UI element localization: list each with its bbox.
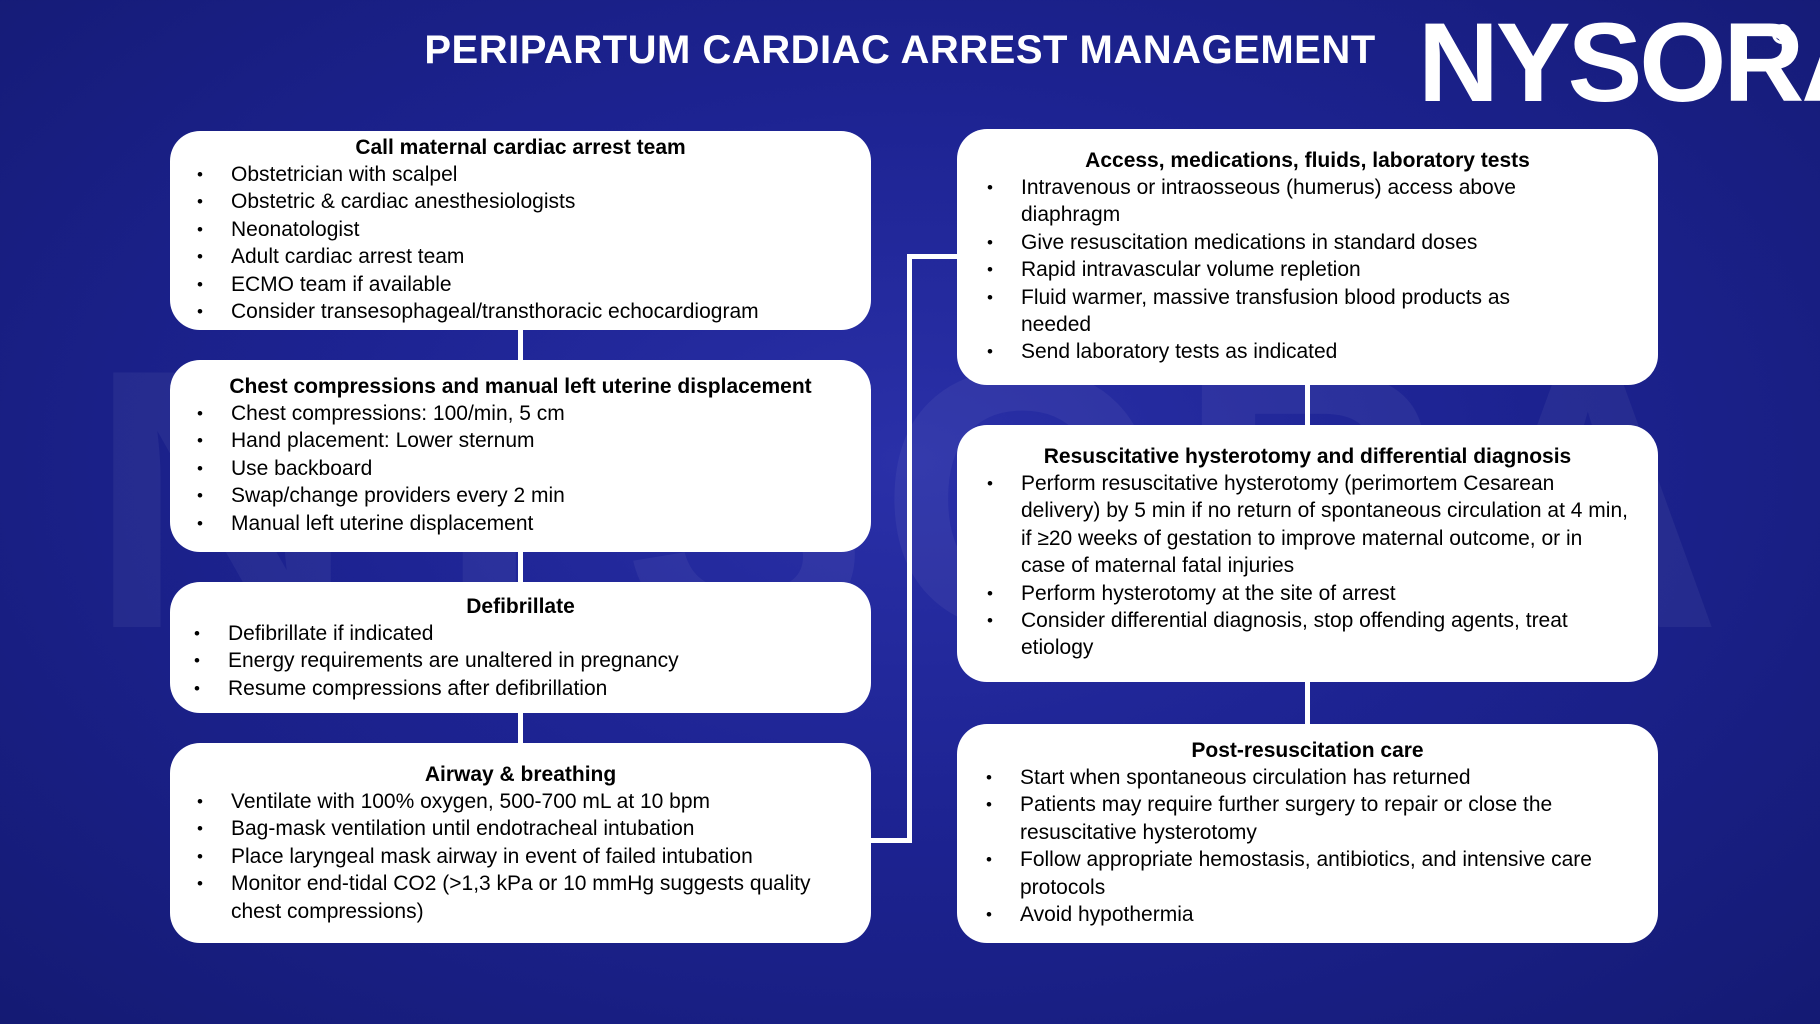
list-item: Start when spontaneous circulation has r… bbox=[959, 764, 1658, 792]
list-item: Intravenous or intraosseous (humerus) ac… bbox=[960, 174, 1658, 229]
box-call-team: Call maternal cardiac arrest team Obstet… bbox=[170, 131, 871, 330]
box-title: Chest compressions and manual left uteri… bbox=[229, 375, 812, 398]
list-item: Place laryngeal mask airway in event of … bbox=[170, 843, 871, 871]
list-item: Neonatologist bbox=[170, 216, 871, 244]
registered-mark-icon: R bbox=[1772, 24, 1792, 44]
connector-left-1 bbox=[518, 330, 523, 360]
list-item: Rapid intravascular volume repletion bbox=[960, 256, 1658, 284]
nysora-logo: NYSORA bbox=[1418, 0, 1820, 125]
box-title: Defibrillate bbox=[466, 595, 575, 618]
page-title: PERIPARTUM CARDIAC ARREST MANAGEMENT bbox=[424, 28, 1376, 72]
connector-left-3 bbox=[518, 713, 523, 743]
box-post-resuscitation: Post-resuscitation care Start when spont… bbox=[957, 724, 1658, 943]
list-item: Adult cardiac arrest team bbox=[170, 243, 871, 271]
list-item: Energy requirements are unaltered in pre… bbox=[167, 647, 871, 675]
box-title: Access, medications, fluids, laboratory … bbox=[1085, 149, 1530, 172]
list-item: Defibrillate if indicated bbox=[167, 620, 871, 648]
list-item: ECMO team if available bbox=[170, 271, 871, 299]
box-resuscitative-hysterotomy: Resuscitative hysterotomy and differenti… bbox=[957, 425, 1658, 682]
list-item: Manual left uterine displacement bbox=[170, 510, 871, 538]
connector-left-2 bbox=[518, 552, 523, 582]
list-item: Bag-mask ventilation until endotracheal … bbox=[170, 815, 871, 843]
list-item: Perform hysterotomy at the site of arres… bbox=[960, 580, 1658, 608]
list-item: Follow appropriate hemostasis, antibioti… bbox=[959, 846, 1658, 901]
list-item: Resume compressions after defibrillation bbox=[167, 675, 871, 703]
list-item: Send laboratory tests as indicated bbox=[960, 338, 1658, 366]
list-item: Use backboard bbox=[170, 455, 871, 483]
box-defibrillate: Defibrillate Defibrillate if indicated E… bbox=[170, 582, 871, 713]
box-access-medications: Access, medications, fluids, laboratory … bbox=[957, 129, 1658, 385]
list-item: Patients may require further surgery to … bbox=[959, 791, 1658, 846]
list-item: Give resuscitation medications in standa… bbox=[960, 229, 1658, 257]
list-item: Obstetric & cardiac anesthesiologists bbox=[170, 188, 871, 216]
box-title: Post-resuscitation care bbox=[1191, 739, 1424, 762]
list-item: Hand placement: Lower sternum bbox=[170, 427, 871, 455]
box-chest-compressions: Chest compressions and manual left uteri… bbox=[170, 360, 871, 552]
list-item: Swap/change providers every 2 min bbox=[170, 482, 871, 510]
list-item: Consider differential diagnosis, stop of… bbox=[960, 607, 1658, 662]
box-airway-breathing: Airway & breathing Ventilate with 100% o… bbox=[170, 743, 871, 943]
connector-bridge-top bbox=[907, 254, 957, 259]
list-item: Chest compressions: 100/min, 5 cm bbox=[170, 400, 871, 428]
list-item: Perform resuscitative hysterotomy (perim… bbox=[960, 470, 1658, 580]
box-title: Airway & breathing bbox=[424, 763, 617, 786]
list-item: Obstetrician with scalpel bbox=[170, 161, 871, 189]
list-item: Avoid hypothermia bbox=[959, 901, 1658, 929]
list-item: Monitor end-tidal CO2 (>1,3 kPa or 10 mm… bbox=[170, 870, 871, 925]
connector-right-1 bbox=[1305, 385, 1310, 425]
connector-bridge-vertical bbox=[907, 254, 912, 843]
box-title: Resuscitative hysterotomy and differenti… bbox=[1043, 445, 1572, 468]
connector-bridge-bottom bbox=[870, 838, 912, 843]
box-title: Call maternal cardiac arrest team bbox=[355, 136, 686, 159]
connector-right-2 bbox=[1305, 682, 1310, 724]
list-item: Consider transesophageal/transthoracic e… bbox=[170, 298, 871, 326]
list-item: Ventilate with 100% oxygen, 500-700 mL a… bbox=[170, 788, 871, 816]
list-item: Fluid warmer, massive transfusion blood … bbox=[960, 284, 1658, 339]
